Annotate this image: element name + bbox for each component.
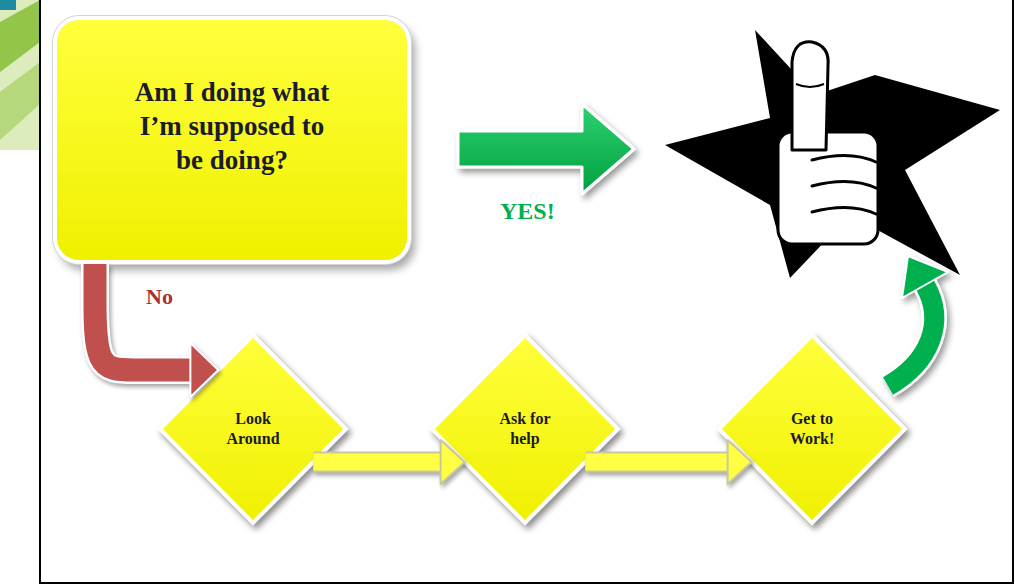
- no-arrow: [95, 264, 218, 397]
- step-text: Ask for help: [488, 409, 563, 449]
- question-text: Am I doing what I’m supposed to be doing…: [126, 75, 338, 177]
- corner-stripe: [0, 0, 40, 72]
- star-burst: [665, 30, 1000, 278]
- thumb: [792, 42, 828, 150]
- corner-decoration: [0, 0, 40, 150]
- question-box: Am I doing what I’m supposed to be doing…: [57, 20, 407, 260]
- arrow-outline: [95, 264, 192, 370]
- arrow-shaft: [95, 264, 192, 370]
- diamond-outline: [430, 333, 620, 525]
- arrow-outline: [313, 452, 442, 473]
- yes-arrow-shape: [458, 104, 634, 194]
- corner-bar: [0, 0, 16, 10]
- diamond-outline: [158, 333, 348, 525]
- step-diamond: Ask for help: [430, 333, 620, 525]
- done-arrow-shaft: [888, 285, 934, 386]
- done-arrow-outline: [888, 285, 934, 386]
- done-arrow: [888, 256, 948, 386]
- arrow-outline: [585, 452, 729, 473]
- diamond-shape: [432, 335, 618, 523]
- diamond-shape: [160, 335, 346, 523]
- step-text: Get to Work!: [775, 409, 850, 449]
- flow-arrow: [585, 440, 751, 484]
- thumb-crease: [796, 84, 824, 87]
- done-arrow-head: [902, 256, 948, 298]
- step-diamond: Look Around: [158, 333, 348, 525]
- yes-arrow: [458, 104, 634, 194]
- edge-label: No: [146, 284, 173, 310]
- finger-lines: [812, 155, 876, 214]
- flow-arrow: [313, 440, 464, 484]
- yes-label: YES!: [500, 198, 555, 225]
- step-diamond: Get to Work!: [717, 333, 907, 525]
- diamond-outline: [717, 333, 907, 525]
- corner-stripe: [0, 62, 40, 140]
- thumbs-up-illustration: [665, 30, 1000, 278]
- diamond-shape: [719, 335, 905, 523]
- arrow-shaft: [585, 454, 729, 471]
- arrow-shaft: [313, 454, 442, 471]
- step-text: Look Around: [216, 409, 291, 449]
- slide-frame: [40, 0, 1013, 583]
